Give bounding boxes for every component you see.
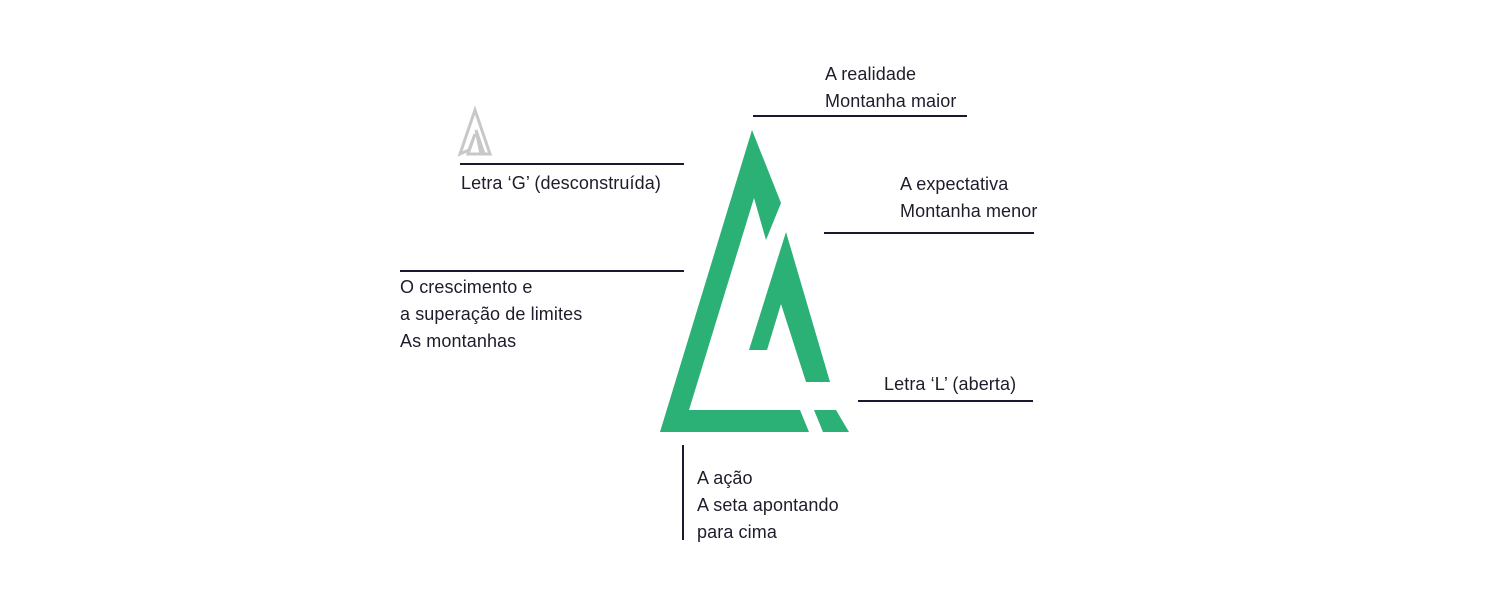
label-letra-l: Letra ‘L’ (aberta) <box>884 371 1016 398</box>
label-acao-line1: A ação <box>697 468 753 488</box>
label-crescimento: O crescimento e a superação de limites A… <box>400 274 582 355</box>
label-crescimento-line3: As montanhas <box>400 331 517 351</box>
label-realidade-line1: A realidade <box>825 64 917 84</box>
label-acao-line2: A seta apontando <box>697 495 839 515</box>
letter-g-mountain-icon <box>457 105 493 157</box>
label-expectativa: A expectativa Montanha menor <box>900 171 1037 225</box>
label-crescimento-line1: O crescimento e <box>400 277 533 297</box>
label-letra-g: Letra ‘G’ (desconstruída) <box>461 170 661 197</box>
label-letra-l-line1: Letra ‘L’ (aberta) <box>884 374 1017 394</box>
label-expectativa-line1: A expectativa <box>900 174 1009 194</box>
label-expectativa-line2: Montanha menor <box>900 201 1038 221</box>
label-realidade-line2: Montanha maior <box>825 91 957 111</box>
label-acao-line3: para cima <box>697 522 777 542</box>
label-acao: A ação A seta apontando para cima <box>697 465 839 546</box>
label-crescimento-line2: a superação de limites <box>400 304 583 324</box>
mountain-logo-icon <box>660 130 849 432</box>
label-realidade: A realidade Montanha maior <box>825 61 956 115</box>
label-letra-g-line1: Letra ‘G’ (desconstruída) <box>461 173 661 193</box>
